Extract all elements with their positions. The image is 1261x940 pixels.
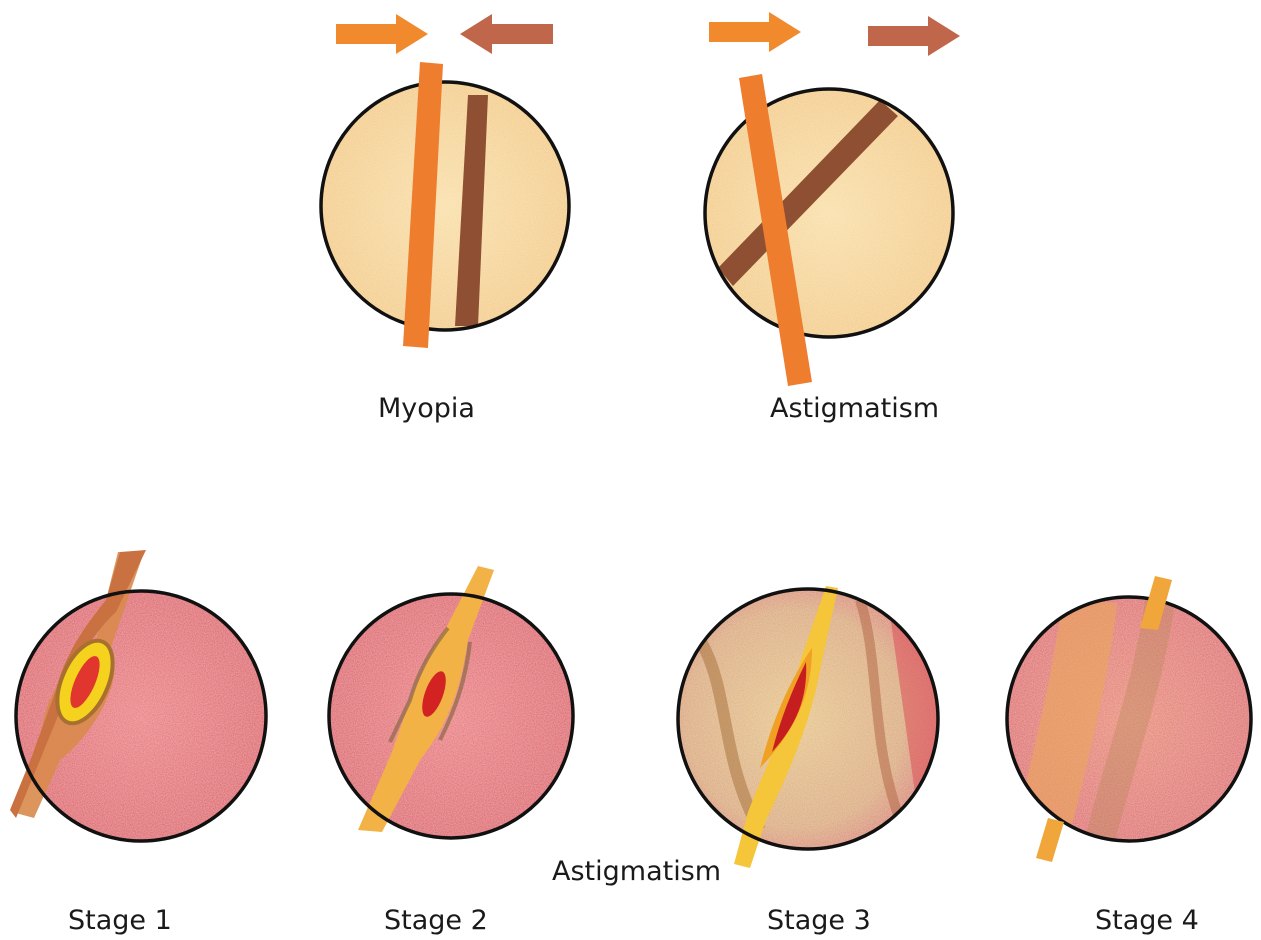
astigmatism-arrow-right-icon bbox=[709, 12, 801, 52]
myopia-arrow-right-icon bbox=[336, 14, 428, 54]
astigmatism-disc bbox=[705, 74, 953, 386]
myopia-arrow-left-icon bbox=[460, 14, 553, 54]
label-stage-4: Stage 4 bbox=[1095, 905, 1199, 936]
label-astigmatism-bottom: Astigmatism bbox=[552, 856, 721, 887]
stage-1-disc bbox=[10, 550, 266, 841]
stage-3-disc bbox=[678, 586, 964, 868]
label-stage-2: Stage 2 bbox=[384, 905, 488, 936]
label-stage-3: Stage 3 bbox=[767, 905, 871, 936]
label-myopia: Myopia bbox=[378, 393, 475, 424]
myopia-disc bbox=[321, 62, 569, 348]
astigmatism-arrow-right-2-icon bbox=[868, 16, 960, 56]
stage-4-disc bbox=[1007, 576, 1251, 862]
label-stage-1: Stage 1 bbox=[68, 905, 172, 936]
label-astigmatism-top: Astigmatism bbox=[770, 393, 939, 424]
stage-2-disc bbox=[329, 566, 573, 838]
